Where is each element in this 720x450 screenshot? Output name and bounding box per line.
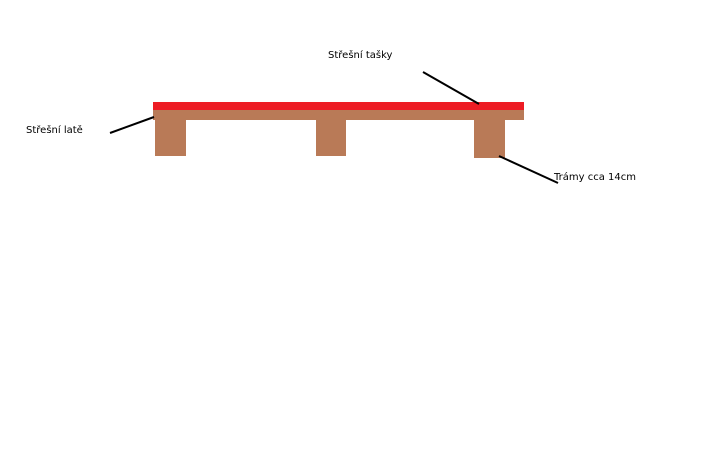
roof-batten-strip — [153, 110, 524, 120]
label-roof-battens: Střešní latě — [26, 125, 83, 136]
label-beams: Trámy cca 14cm — [554, 172, 636, 183]
leader-line-beams — [498, 155, 559, 184]
roof-tiles-layer — [153, 102, 524, 110]
leader-line-battens — [109, 116, 155, 134]
beam-middle — [316, 118, 346, 156]
beam-right — [474, 118, 505, 158]
beam-left — [155, 118, 186, 156]
leader-line-tiles — [422, 71, 480, 105]
label-roof-tiles: Střešní tašky — [328, 50, 393, 61]
